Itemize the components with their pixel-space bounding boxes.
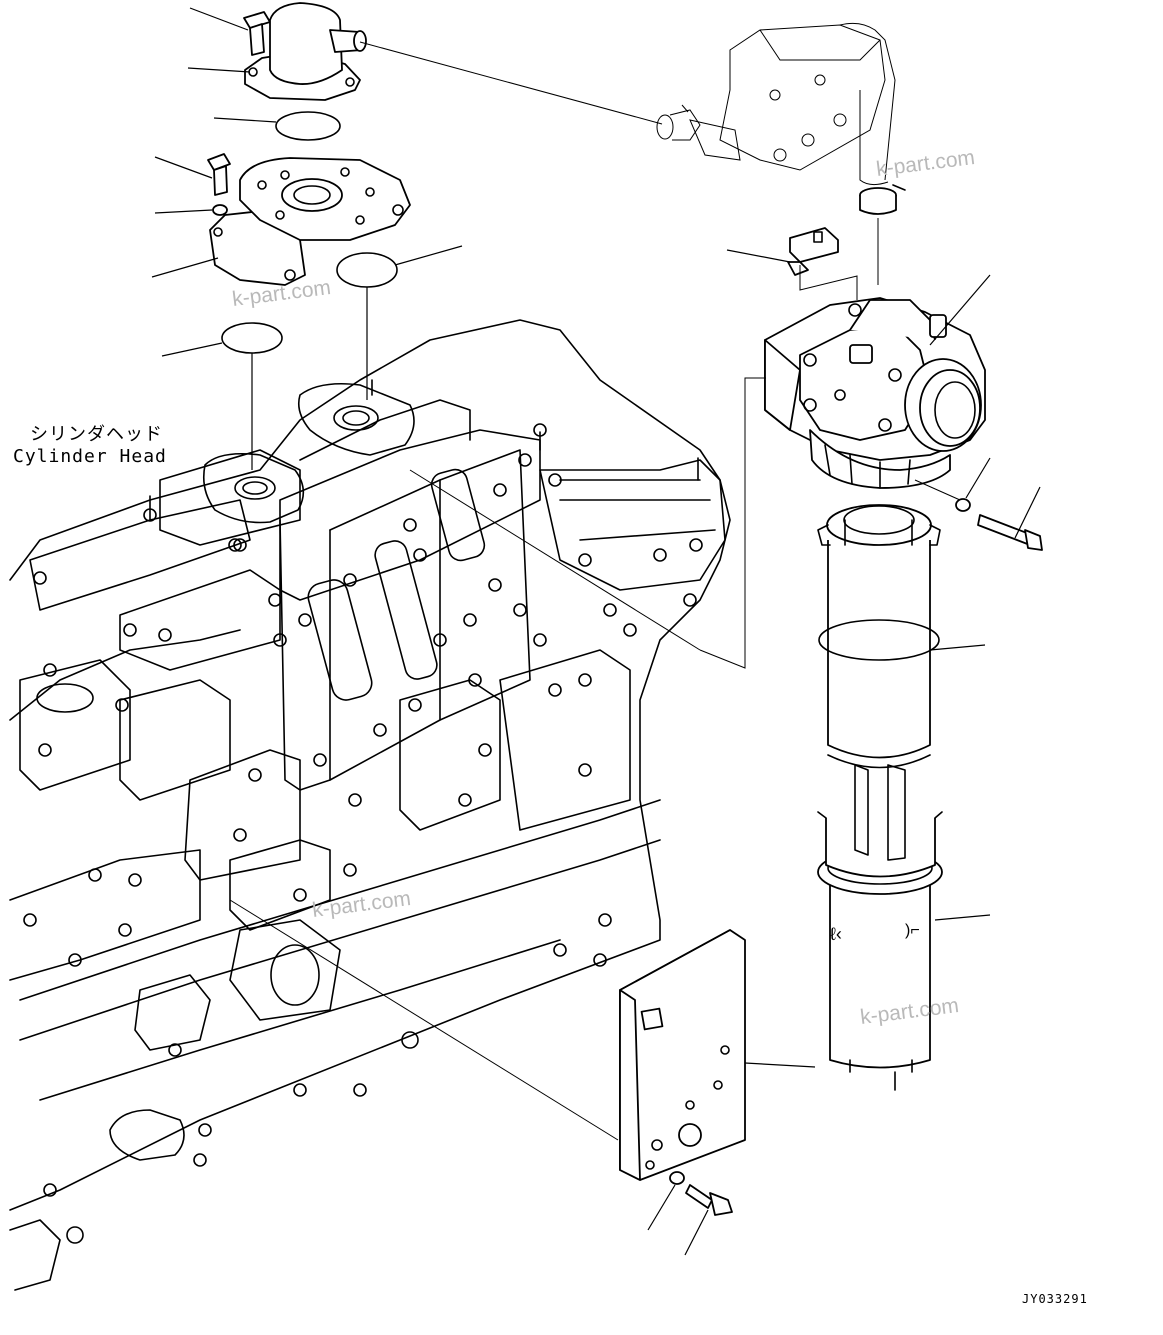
drawing-code: JY033291 [1022,1292,1088,1306]
bolt-top [243,11,271,56]
hose-clamp [859,184,906,215]
o-ring-right [336,252,398,288]
leader-lines [151,7,1041,1256]
svg-text:ℓ‹: ℓ‹ [830,924,842,944]
washer-bottom [669,1171,685,1185]
water-pipe-phantom [656,22,896,186]
washer-middle [212,204,228,216]
bracket-plate [619,929,746,1181]
bolt-right [977,514,1043,551]
bolt-middle [207,153,231,196]
o-ring-upper [275,111,341,141]
cylinder-head-label-en: Cylinder Head [13,446,167,467]
o-ring-left [221,322,283,354]
engine-block [9,319,731,1291]
filter-element [817,504,941,769]
svg-text:)⌐: )⌐ [905,922,920,939]
filter-head [764,297,986,489]
filter-bowl: ℓ‹ )⌐ [817,764,943,1091]
bolt-bottom [685,1184,733,1216]
sensor [787,227,839,276]
thermostat-housing [209,157,411,286]
cylinder-head-label-jp: シリンダヘッド [30,424,163,445]
washer-right [955,498,971,512]
water-outlet-elbow [244,2,367,101]
